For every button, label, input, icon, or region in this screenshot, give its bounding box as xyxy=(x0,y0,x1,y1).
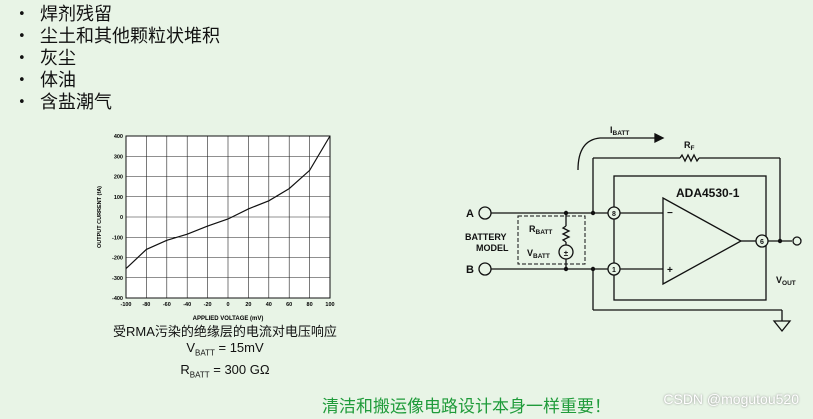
x-tick-label: -80 xyxy=(142,302,150,308)
y-tick-label: -300 xyxy=(112,276,123,282)
pin-6-label: 6 xyxy=(760,239,764,246)
battery-model-box xyxy=(517,215,586,265)
vbatt-polarity-icon: ± xyxy=(564,249,569,258)
x-tick-label: 40 xyxy=(266,302,272,308)
battery-model-label-1: BATTERY xyxy=(465,232,507,242)
terminal-a xyxy=(478,206,492,220)
y-tick-label: -200 xyxy=(112,256,123,262)
y-tick-label: 400 xyxy=(114,134,123,140)
ground-icon xyxy=(772,320,792,333)
list-item: •含盐潮气 xyxy=(18,92,112,113)
list-item: •尘土和其他颗粒状堆积 xyxy=(18,26,220,47)
bullet-list: •焊剂残留 •尘土和其他颗粒状堆积 •灰尘 •体油 •含盐潮气 xyxy=(18,4,220,114)
pin-1 xyxy=(607,262,621,276)
rbatt-resistor xyxy=(561,225,571,243)
terminal-b xyxy=(478,262,492,276)
x-tick-label: 20 xyxy=(245,302,251,308)
x-tick-label: -100 xyxy=(120,302,131,308)
rbatt-label: RBATT xyxy=(529,224,552,236)
ibatt-arrow xyxy=(577,137,655,171)
opamp-triangle xyxy=(662,196,743,286)
y-axis-label: OUTPUT CURRENT (fA) xyxy=(97,186,103,248)
x-tick-label: 60 xyxy=(286,302,292,308)
y-tick-label: 100 xyxy=(114,195,123,201)
node-b-label: B xyxy=(466,264,474,276)
terminal-vout xyxy=(792,236,802,246)
battery-model-label-2: MODEL xyxy=(476,243,509,253)
caption-vbatt: VBATT = 15mV xyxy=(186,340,264,358)
ibatt-arrowhead-icon xyxy=(654,132,665,144)
pin-1-label: 1 xyxy=(612,267,616,274)
list-item: •灰尘 xyxy=(18,48,76,69)
x-tick-label: 0 xyxy=(226,302,229,308)
footer-note: 清洁和搬运像电路设计本身一样重要！ xyxy=(322,397,611,417)
node-dot xyxy=(563,210,569,216)
y-tick-label: 300 xyxy=(114,154,123,160)
pin-6 xyxy=(755,234,769,248)
y-tick-label: 0 xyxy=(120,215,123,221)
y-tick-label: -100 xyxy=(112,235,123,241)
ibatt-label: IBATT xyxy=(610,125,629,137)
x-axis-label: APPLIED VOLTAGE (mV) xyxy=(193,316,264,322)
node-dot xyxy=(777,238,783,244)
plus-sign: + xyxy=(667,265,673,276)
minus-sign: − xyxy=(667,208,673,219)
rf-resistor xyxy=(679,153,700,163)
chart-caption: 受RMA污染的绝缘层的电流对电压响应 VBATT = 15mV RBATT = … xyxy=(100,324,350,383)
node-dot xyxy=(590,210,596,216)
caption-rbatt: RBATT = 300 GΩ xyxy=(180,361,270,380)
vbatt-label: VBATT xyxy=(527,248,550,260)
list-item: •体油 xyxy=(18,70,76,91)
x-tick-label: -60 xyxy=(163,302,171,308)
circuit-diagram: A B BATTERY MODEL ADA4530-1 8 1 6 − + ± … xyxy=(465,125,802,333)
node-dot xyxy=(563,266,569,272)
caption-title: 受RMA污染的绝缘层的电流对电压响应 xyxy=(113,324,337,339)
watermark: CSDN @mogutou520 xyxy=(663,391,799,407)
y-tick-label: -400 xyxy=(112,296,123,302)
x-tick-label: -40 xyxy=(183,302,191,308)
pin-8 xyxy=(607,206,621,220)
node-dot xyxy=(590,266,596,272)
vout-label: VOUT xyxy=(776,275,796,287)
y-tick-label: 200 xyxy=(114,175,123,181)
series-line xyxy=(125,135,331,270)
list-item: •焊剂残留 xyxy=(18,4,112,25)
plot-frame xyxy=(125,135,331,299)
pin-8-label: 8 xyxy=(612,211,616,218)
x-tick-label: 80 xyxy=(307,302,313,308)
x-tick-label: -20 xyxy=(204,302,212,308)
x-tick-label: 100 xyxy=(325,302,334,308)
rf-label: RF xyxy=(684,140,695,152)
node-a-label: A xyxy=(466,208,474,220)
chip-name: ADA4530-1 xyxy=(676,186,740,200)
